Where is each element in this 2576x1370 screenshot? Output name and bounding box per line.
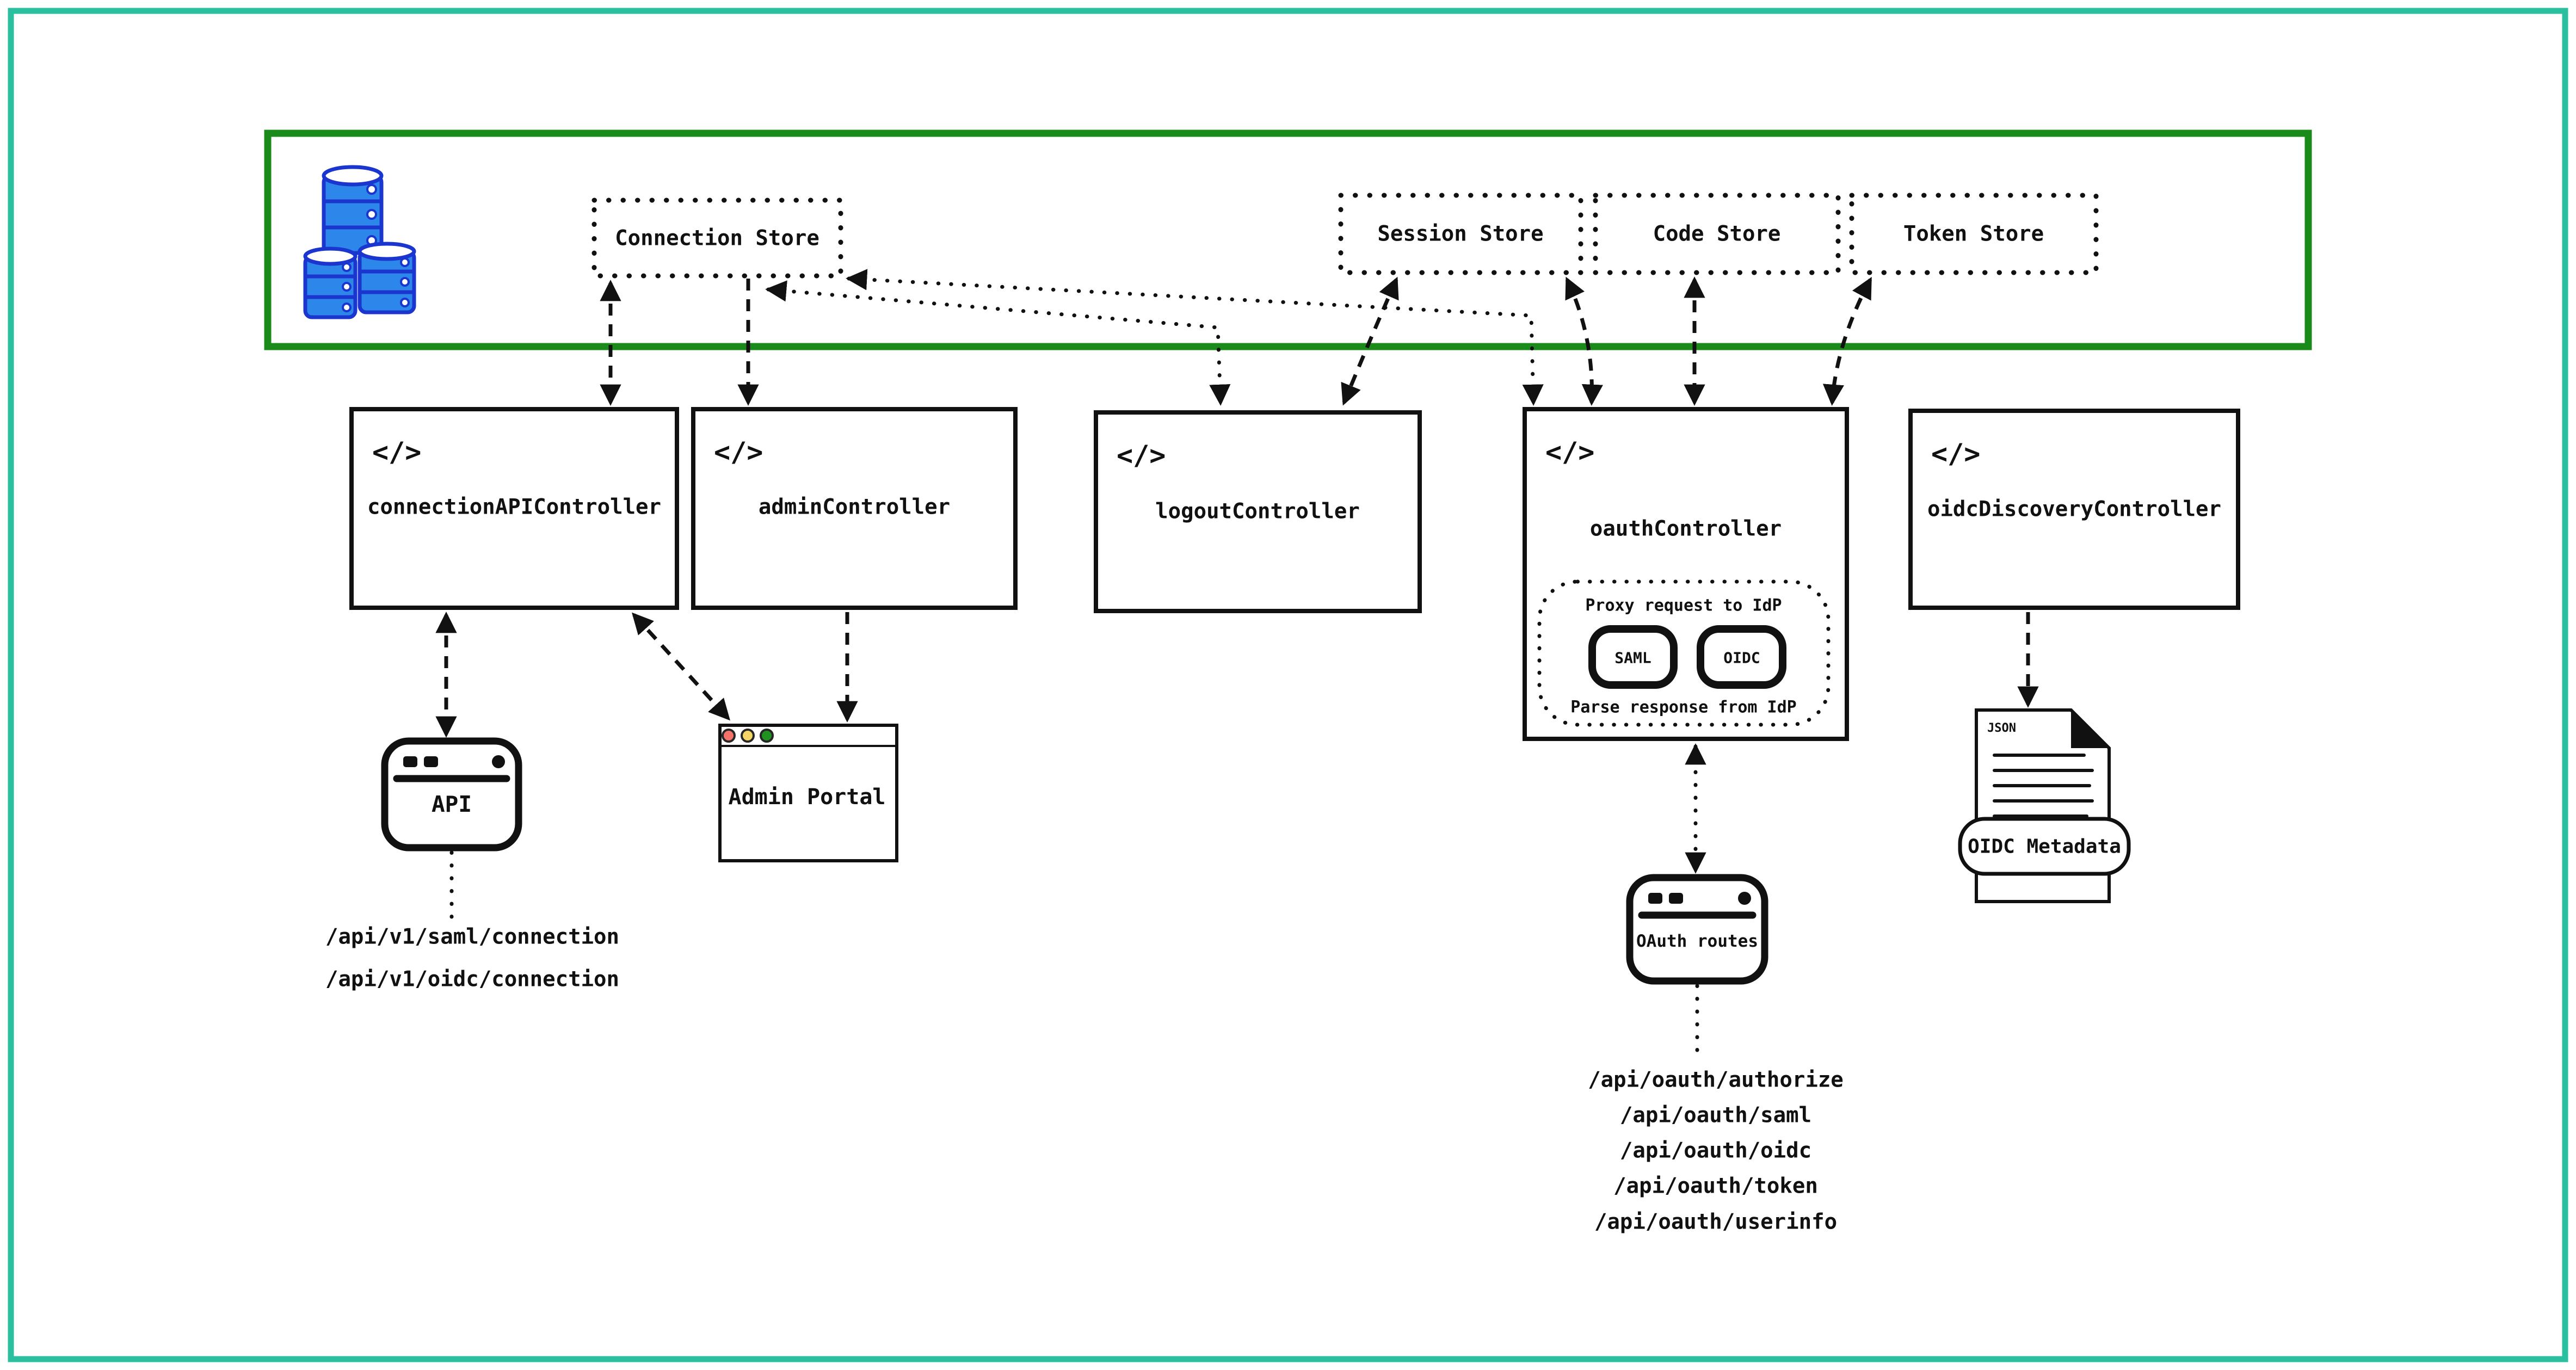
window-dot bbox=[424, 756, 438, 767]
logout-controller-label: logoutController bbox=[1155, 499, 1360, 524]
traffic-light-red bbox=[722, 729, 736, 743]
window-dot bbox=[1648, 893, 1662, 904]
oauth-controller: </> oauthController Proxy request to IdP… bbox=[1523, 407, 1849, 741]
code-icon: </> bbox=[1117, 440, 1166, 471]
database-barrel bbox=[303, 246, 358, 319]
route-text: /api/oauth/token bbox=[1613, 1174, 1818, 1199]
route-text: /api/oauth/oidc bbox=[1620, 1139, 1811, 1163]
admin-portal-window: Admin Portal bbox=[718, 724, 898, 862]
admin-controller: </> adminController bbox=[691, 407, 1018, 610]
code-store-label: Code Store bbox=[1653, 222, 1781, 246]
code-icon: </> bbox=[1931, 438, 1980, 470]
folded-corner bbox=[2071, 710, 2109, 748]
arrow-session-store-logout-controller bbox=[1341, 276, 1399, 406]
code-icon: </> bbox=[714, 436, 763, 468]
connection-store-label: Connection Store bbox=[615, 226, 819, 251]
saml-chip bbox=[1588, 625, 1678, 689]
api-client-icon: API bbox=[381, 737, 522, 851]
arrow-token-store-oauth-controller bbox=[1822, 276, 1872, 406]
arrow-oauth-controller-connection-store bbox=[846, 269, 1544, 406]
code-icon: </> bbox=[1545, 436, 1594, 468]
code-icon: </> bbox=[372, 436, 421, 468]
traffic-light-yellow bbox=[741, 729, 755, 743]
session-store: Session Store bbox=[1338, 193, 1583, 275]
proxy-request-label: Proxy request to IdP bbox=[1585, 596, 1782, 615]
session-store-label: Session Store bbox=[1377, 222, 1543, 246]
parse-response-label: Parse response from IdP bbox=[1570, 698, 1796, 717]
route-text: /api/oauth/authorize bbox=[1588, 1068, 1844, 1093]
connection-store: Connection Store bbox=[591, 198, 843, 279]
idp-proxy-block: Proxy request to IdP SAML OIDC Parse res… bbox=[1537, 579, 1831, 727]
oauth-controller-label: oauthController bbox=[1590, 517, 1782, 541]
oauth-routes-icon: OAuth routes bbox=[1626, 874, 1768, 985]
admin-controller-label: adminController bbox=[759, 495, 950, 520]
traffic-light-green bbox=[760, 729, 774, 743]
window-dot bbox=[492, 755, 505, 768]
connection-api-controller: </> connectionAPIController bbox=[349, 407, 679, 610]
database-stack-icon bbox=[303, 165, 416, 319]
oidc-discovery-controller-label: oidcDiscoveryController bbox=[1927, 497, 2221, 522]
page-frame bbox=[8, 8, 2568, 1362]
oidc-metadata-document: JSON OIDC Metadata bbox=[1958, 708, 2131, 903]
database-barrel bbox=[322, 165, 384, 255]
token-store-label: Token Store bbox=[1903, 222, 2044, 246]
connection-api-controller-label: connectionAPIController bbox=[367, 495, 661, 520]
window-dot bbox=[1738, 892, 1751, 905]
oidc-metadata-label: OIDC Metadata bbox=[1968, 836, 2121, 858]
window-dot bbox=[403, 756, 417, 767]
route-text: /api/v1/saml/connection bbox=[325, 925, 619, 949]
oidc-discovery-controller: </> oidcDiscoveryController bbox=[1908, 409, 2240, 610]
logout-controller: </> logoutController bbox=[1094, 410, 1422, 613]
token-store: Token Store bbox=[1849, 193, 2099, 275]
route-text: /api/oauth/userinfo bbox=[1594, 1210, 1837, 1235]
window-dot bbox=[1669, 893, 1683, 904]
api-label: API bbox=[432, 791, 472, 817]
route-text: /api/oauth/saml bbox=[1620, 1103, 1811, 1128]
route-text: /api/v1/oidc/connection bbox=[325, 967, 619, 992]
saml-chip-label: SAML bbox=[1614, 649, 1651, 667]
json-file-type-label: JSON bbox=[1987, 721, 2016, 735]
code-store: Code Store bbox=[1593, 193, 1841, 275]
database-barrel bbox=[358, 242, 416, 314]
arrow-connection-api-controller-admin-portal bbox=[632, 612, 730, 721]
arrow-session-store-oauth-controller bbox=[1565, 276, 1603, 406]
admin-portal-label: Admin Portal bbox=[729, 785, 886, 810]
metadata-banner bbox=[1958, 817, 2131, 876]
oidc-chip bbox=[1697, 625, 1786, 689]
oauth-routes-label: OAuth routes bbox=[1636, 931, 1758, 951]
oidc-chip-label: OIDC bbox=[1723, 649, 1760, 667]
